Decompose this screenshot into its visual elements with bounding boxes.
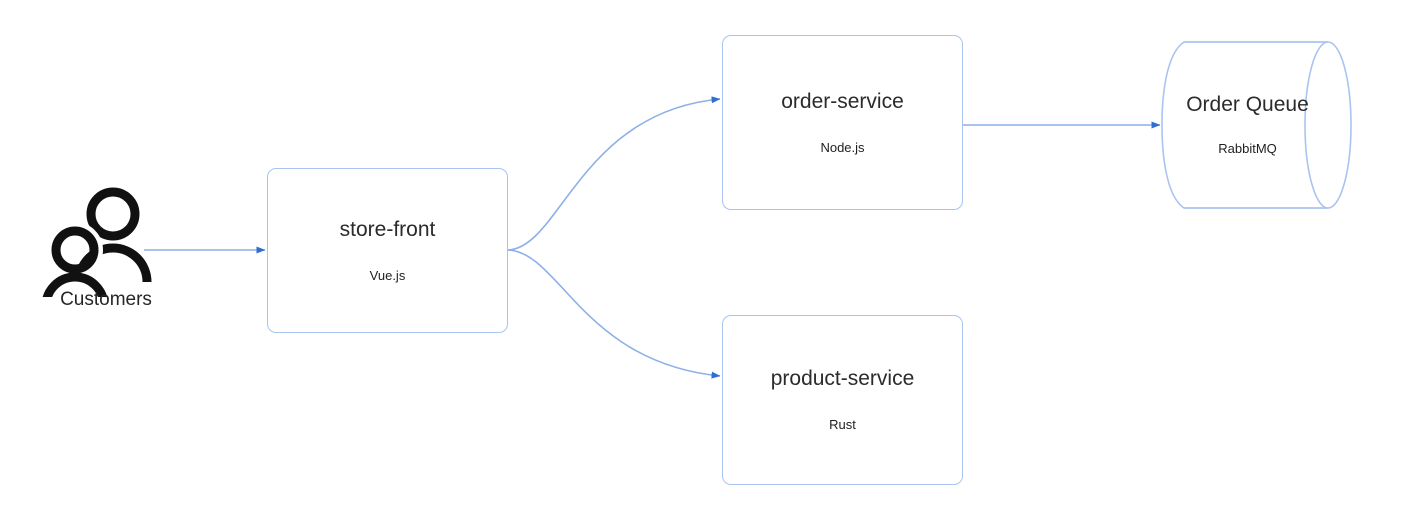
node-title-order-service: order-service — [781, 89, 904, 113]
edge-store-front-to-order-service — [507, 96, 721, 251]
actor-customers: Customers — [32, 185, 180, 330]
node-subtitle-order-service: Node.js — [820, 139, 865, 155]
node-title-order-queue: Order Queue — [1186, 93, 1309, 117]
node-order-queue-labels: Order Queue RabbitMQ — [1160, 36, 1335, 214]
edge-store-front-to-product-service — [507, 249, 721, 379]
node-order-queue[interactable]: Order Queue RabbitMQ — [1160, 36, 1374, 214]
two-people-icon — [40, 187, 152, 297]
node-store-front[interactable]: store-front Vue.js — [267, 168, 508, 333]
node-product-service[interactable]: product-service Rust — [722, 315, 963, 485]
cylinder-shape — [1161, 41, 1352, 209]
actor-label-customers: Customers — [60, 289, 152, 310]
node-order-service[interactable]: order-service Node.js — [722, 35, 963, 210]
node-title-store-front: store-front — [339, 217, 436, 241]
node-subtitle-order-queue: RabbitMQ — [1218, 141, 1277, 157]
node-title-product-service: product-service — [770, 367, 915, 391]
node-subtitle-store-front: Vue.js — [369, 267, 406, 283]
node-subtitle-product-service: Rust — [829, 417, 856, 433]
